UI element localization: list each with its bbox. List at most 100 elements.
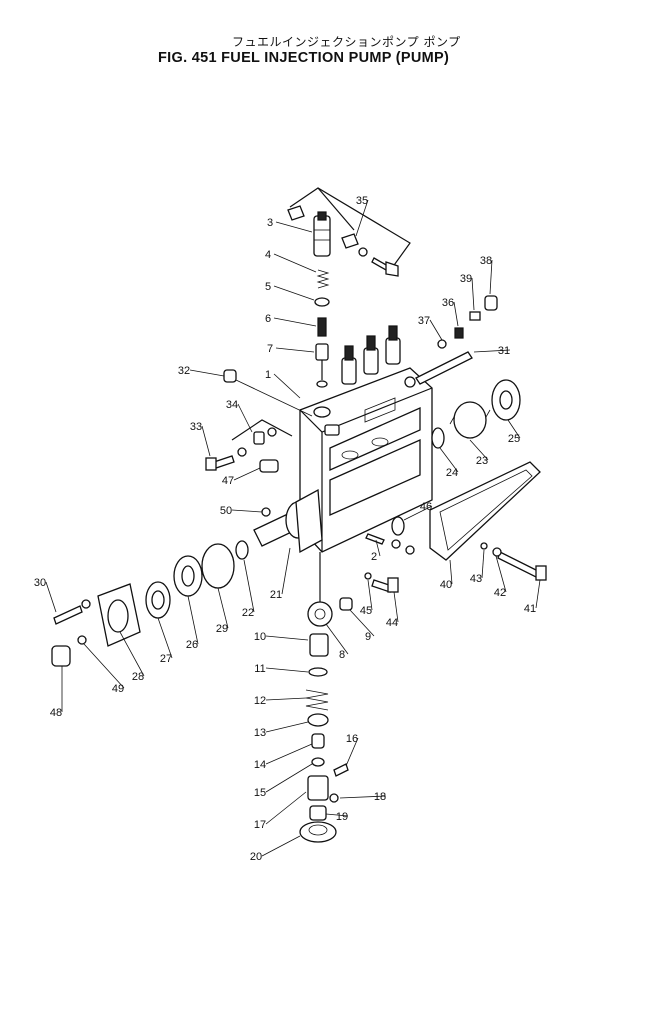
callout-32: 32	[178, 365, 190, 377]
callout-11: 11	[254, 663, 265, 675]
callout-25: 25	[508, 433, 520, 445]
callout-6: 6	[265, 313, 271, 325]
callout-45: 45	[360, 605, 372, 617]
leader-line-41	[535, 579, 541, 609]
leader-line-20	[261, 835, 301, 857]
leader-line-32	[189, 369, 225, 377]
callout-28: 28	[132, 671, 144, 683]
callout-29: 29	[216, 623, 228, 635]
leader-line-12	[265, 697, 307, 701]
leader-line-10	[265, 635, 309, 641]
callout-1: 1	[265, 369, 271, 381]
callout-5: 5	[265, 281, 271, 293]
leader-line-4	[273, 253, 317, 273]
leader-line-37	[429, 319, 443, 341]
leader-line-29	[217, 587, 229, 629]
leader-line-35	[355, 199, 369, 237]
leader-line-25	[507, 419, 521, 439]
callout-3: 3	[267, 217, 273, 229]
callout-26: 26	[186, 639, 198, 651]
callout-50: 50	[220, 505, 232, 517]
callout-23: 23	[476, 455, 488, 467]
leader-line-27	[157, 617, 173, 659]
leader-line-30	[45, 581, 57, 613]
leader-line-9	[349, 609, 375, 637]
leader-line-31	[473, 349, 511, 353]
leader-line-7	[275, 347, 315, 353]
leader-line-22	[243, 559, 255, 613]
callout-47: 47	[222, 475, 234, 487]
leader-line-11	[265, 667, 309, 673]
callout-18: 18	[374, 791, 386, 803]
callout-42: 42	[494, 587, 506, 599]
callout-17: 17	[254, 819, 266, 831]
callout-37: 37	[418, 315, 430, 327]
callout-46: 46	[420, 501, 432, 513]
callout-14: 14	[254, 759, 266, 771]
leader-line-47	[233, 467, 261, 481]
callout-19: 19	[336, 811, 348, 823]
callout-20: 20	[250, 851, 262, 863]
leader-line-15	[265, 763, 313, 793]
callout-8: 8	[339, 649, 345, 661]
callout-15: 15	[254, 787, 266, 799]
leader-line-26	[187, 595, 199, 645]
diagram-artwork	[51, 187, 547, 843]
leader-line-23	[469, 439, 489, 461]
leader-line-44	[393, 591, 399, 623]
leader-line-17	[265, 791, 307, 825]
leader-line-39	[471, 277, 475, 311]
callout-39: 39	[460, 273, 472, 285]
leader-line-6	[273, 317, 317, 327]
callout-38: 38	[480, 255, 492, 267]
leader-line-18	[339, 795, 387, 799]
callout-2: 2	[371, 551, 377, 563]
leader-line-8	[325, 623, 349, 655]
callout-21: 21	[270, 589, 282, 601]
title-english: FIG. 451 FUEL INJECTION PUMP (PUMP)	[158, 50, 450, 66]
title-japanese: フュエルインジェクションポンプ ポンプ	[232, 35, 461, 49]
callout-24: 24	[446, 467, 458, 479]
leader-line-28	[119, 631, 145, 677]
callout-22: 22	[242, 607, 254, 619]
callout-41: 41	[524, 603, 536, 615]
leader-line-14	[265, 743, 313, 765]
leader-line-42	[495, 555, 507, 593]
leader-line-40	[449, 559, 453, 585]
leader-line-50	[231, 509, 263, 513]
leader-line-33	[201, 425, 211, 457]
leader-line-49	[83, 643, 125, 689]
callout-48: 48	[50, 707, 62, 719]
leader-line-3	[275, 221, 313, 233]
callout-7: 7	[267, 343, 273, 355]
callout-49: 49	[112, 683, 124, 695]
leader-line-43	[481, 549, 485, 579]
callout-27: 27	[160, 653, 172, 665]
leader-line-19	[325, 813, 349, 817]
callout-36: 36	[442, 297, 454, 309]
leader-line-21	[281, 547, 291, 595]
leader-line-45	[367, 579, 373, 611]
callout-34: 34	[226, 399, 238, 411]
callout-13: 13	[254, 727, 266, 739]
callout-43: 43	[470, 573, 482, 585]
callout-40: 40	[440, 579, 452, 591]
leader-line-36	[453, 301, 459, 327]
leader-line-24	[439, 447, 459, 473]
callout-4: 4	[265, 249, 271, 261]
callout-9: 9	[365, 631, 371, 643]
callout-35: 35	[356, 195, 368, 207]
callout-30: 30	[34, 577, 46, 589]
leader-line-46	[403, 505, 433, 521]
leader-line-38	[489, 259, 493, 295]
leader-line-1	[273, 373, 301, 399]
callout-labels: 1234567891011121314151617181920212223242…	[34, 195, 536, 863]
callout-44: 44	[386, 617, 398, 629]
leader-line-16	[345, 737, 359, 767]
callout-leader-lines	[45, 199, 541, 857]
callout-33: 33	[190, 421, 202, 433]
callout-31: 31	[498, 345, 510, 357]
leader-line-13	[265, 721, 309, 733]
